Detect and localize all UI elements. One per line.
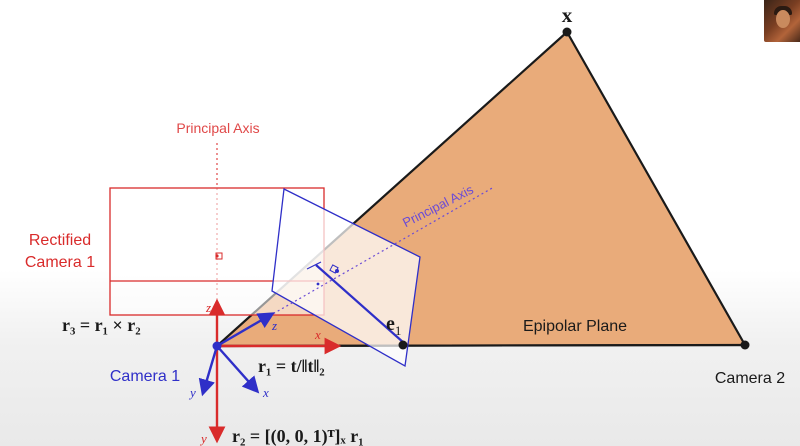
point-x-dot [562, 27, 572, 37]
principal-axis-vertical-label: Principal Axis [176, 120, 259, 136]
epipole-label: e1 [386, 313, 401, 338]
epipole-dot [398, 340, 408, 350]
principal-axis-diagonal [216, 186, 495, 347]
camera1-center-dot [212, 341, 222, 351]
camera1-plane-marker-tick [306, 261, 322, 270]
rectified-label-line1: Rectified [29, 232, 91, 249]
camera2-label: Camera 2 [715, 370, 785, 387]
camera1-axis-z-arrow [216, 312, 275, 348]
camera2-center-dot [740, 340, 750, 350]
presenter-face [776, 10, 790, 28]
epipolar-plane-label: Epipolar Plane [523, 318, 627, 335]
camera1-axis-x-label: x [262, 385, 269, 400]
presenter-webcam-thumbnail [764, 0, 800, 42]
camera1-axis-x-arrow [216, 345, 260, 394]
equation-r1: r₁ = t/‖t‖₂ [258, 356, 325, 376]
equation-r3: r₃ = r₁ × r₂ [62, 315, 141, 335]
equation-r2: r₂ = [(0, 0, 1)ᵀ]ₓ r₁ [232, 426, 364, 446]
rectified-axis-z-label: z [205, 300, 211, 315]
camera1-principal-point [335, 269, 339, 273]
epipole-label-main: e [386, 313, 395, 335]
camera1-axis-z-label: z [271, 318, 277, 333]
camera1-axis-y-label: y [188, 385, 196, 400]
camera1-axis-y-arrow [198, 345, 219, 397]
rectified-principal-point [215, 254, 219, 258]
point-x-label: x [562, 3, 573, 27]
epipole-label-sub: 1 [395, 323, 402, 338]
camera1-plane-marker-line [315, 264, 405, 344]
rectified-label-line2: Camera 1 [25, 254, 95, 271]
camera1-plane-small-dot [316, 282, 320, 286]
camera1-image-plane [271, 188, 421, 368]
rectified-axis-y-label: y [199, 431, 207, 446]
rectified-axis-x-label: x [314, 327, 321, 342]
camera1-label: Camera 1 [110, 368, 180, 385]
